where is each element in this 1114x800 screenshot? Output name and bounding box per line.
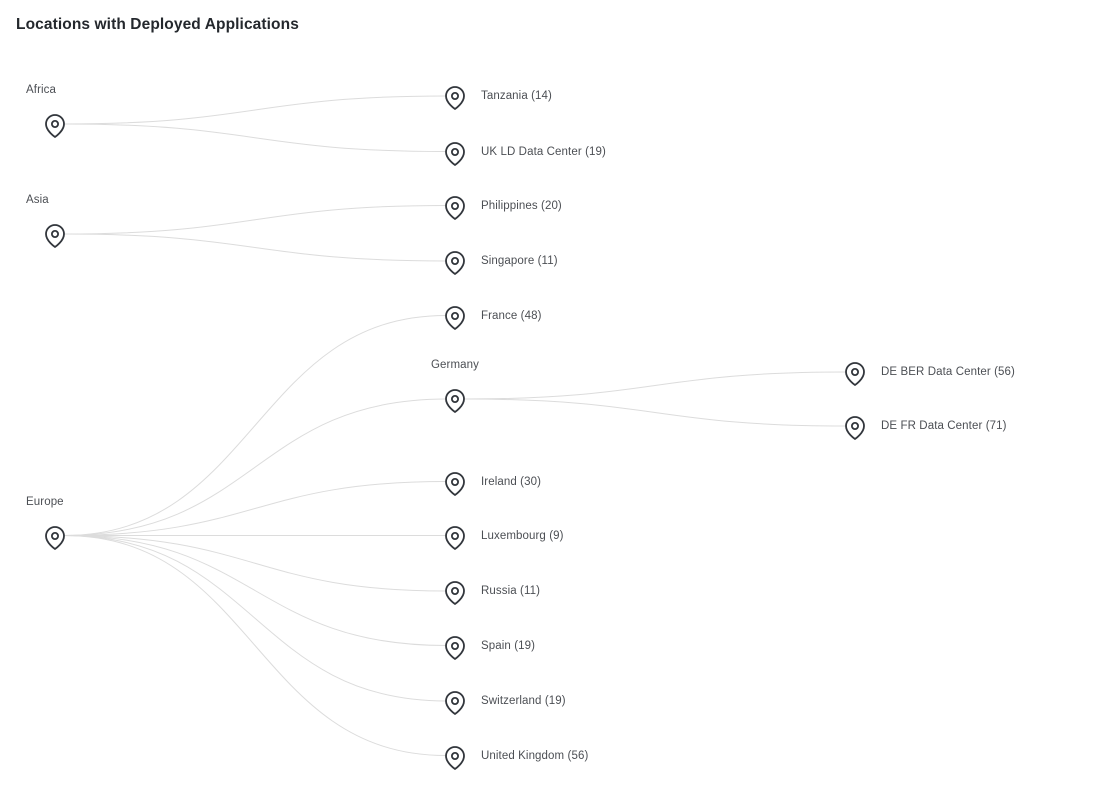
location-node-united-kingdom[interactable]: [443, 745, 467, 770]
map-pin-icon: [445, 525, 465, 550]
chart-title: Locations with Deployed Applications: [16, 16, 299, 33]
location-node-de-ber-data-center[interactable]: [843, 362, 867, 386]
map-pin-icon: [445, 251, 465, 275]
node-label-spain: Spain (19): [481, 639, 536, 652]
map-pin-icon: [445, 581, 465, 605]
node-label-germany: Germany: [431, 359, 479, 371]
node-label-united-kingdom: United Kingdom (56): [481, 749, 589, 762]
map-pin-icon: [445, 141, 465, 166]
node-label-luxembourg: Luxembourg (9): [481, 529, 564, 542]
location-node-switzerland[interactable]: [443, 691, 467, 715]
map-pin-icon: [445, 745, 465, 770]
map-pin-icon: [45, 114, 65, 138]
map-pin-icon: [845, 416, 865, 440]
link-europe-germany: [63, 398, 447, 536]
node-label-uk-ld-data-center: UK LD Data Center (19): [481, 145, 606, 158]
node-label-asia: Asia: [26, 194, 49, 206]
location-node-asia[interactable]: [43, 224, 67, 248]
link-europe-spain: [63, 535, 447, 646]
location-node-europe[interactable]: [43, 525, 67, 550]
node-label-philippines: Philippines (20): [481, 199, 562, 212]
location-node-de-fr-data-center[interactable]: [843, 416, 867, 440]
map-pin-icon: [845, 362, 865, 386]
node-label-de-ber-data-center: DE BER Data Center (56): [881, 366, 1015, 378]
map-pin-icon: [445, 691, 465, 715]
location-node-africa[interactable]: [43, 114, 67, 138]
location-node-uk-ld-data-center[interactable]: [443, 141, 467, 166]
link-europe-france: [63, 315, 447, 536]
node-label-europe: Europe: [26, 496, 64, 508]
map-pin-icon: [445, 471, 465, 496]
link-africa-uk-ld-data-center: [63, 123, 447, 152]
location-node-spain[interactable]: [443, 635, 467, 660]
map-pin-icon: [445, 305, 465, 330]
link-africa-tanzania: [63, 95, 447, 125]
link-europe-switzerland: [63, 535, 447, 702]
node-label-ireland: Ireland (30): [481, 475, 542, 488]
link-asia-philippines: [63, 205, 447, 235]
node-label-russia: Russia (11): [481, 585, 541, 597]
map-pin-icon: [445, 389, 465, 413]
map-pin-icon: [445, 195, 465, 220]
map-pin-icon: [45, 224, 65, 248]
link-europe-ireland: [63, 481, 447, 536]
node-label-switzerland: Switzerland (19): [481, 695, 566, 707]
node-label-africa: Africa: [26, 84, 56, 96]
node-label-de-fr-data-center: DE FR Data Center (71): [881, 420, 1007, 432]
node-label-singapore: Singapore (11): [481, 255, 558, 267]
link-asia-singapore: [63, 233, 447, 262]
location-node-luxembourg[interactable]: [443, 525, 467, 550]
map-pin-icon: [445, 86, 465, 110]
location-node-ireland[interactable]: [443, 471, 467, 496]
location-node-philippines[interactable]: [443, 195, 467, 220]
map-pin-icon: [45, 525, 65, 550]
link-germany-de-ber-data-center: [463, 371, 847, 400]
node-label-france: France (48): [481, 309, 542, 322]
location-node-france[interactable]: [443, 305, 467, 330]
link-europe-united-kingdom: [63, 535, 447, 756]
link-germany-de-fr-data-center: [463, 398, 847, 427]
location-node-germany[interactable]: [443, 389, 467, 413]
location-node-tanzania[interactable]: [443, 86, 467, 110]
link-europe-russia: [63, 535, 447, 592]
node-label-tanzania: Tanzania (14): [481, 90, 552, 102]
location-node-russia[interactable]: [443, 581, 467, 605]
location-node-singapore[interactable]: [443, 251, 467, 275]
map-pin-icon: [445, 635, 465, 660]
